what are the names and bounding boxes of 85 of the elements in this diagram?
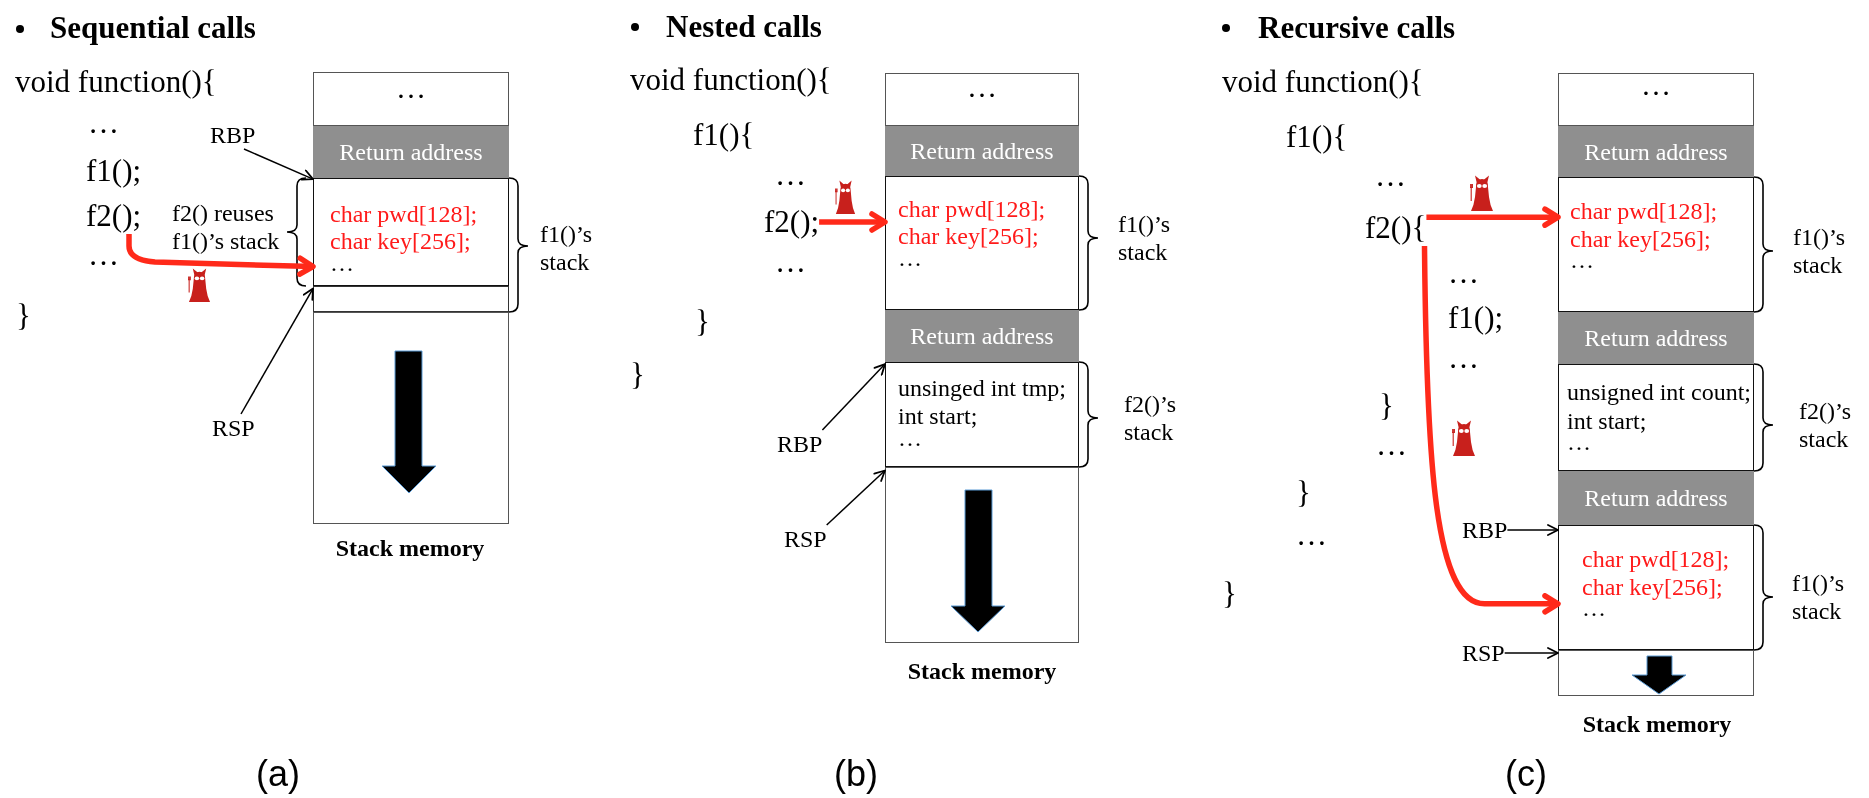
cell-text: Return address	[910, 137, 1054, 165]
code-line: …	[775, 244, 806, 280]
code-line: }	[16, 298, 31, 334]
brace-label: f1()’s stack	[1793, 223, 1846, 279]
frame-cell	[885, 362, 1079, 467]
arrow	[819, 211, 888, 233]
cell-text: char pwd[128];	[330, 200, 478, 228]
code-line: }	[1379, 388, 1394, 424]
stack-caption: Stack memory	[907, 657, 1057, 685]
cell-text: Return address	[910, 322, 1054, 350]
cell-text: Return address	[1584, 484, 1728, 512]
section-heading: Recursive calls	[1258, 10, 1456, 46]
cell-text: char pwd[128];	[1570, 197, 1718, 225]
arrow	[1503, 647, 1559, 659]
cell-text: Return address	[1584, 324, 1728, 352]
code-line: void function(){	[1222, 64, 1424, 100]
header-band	[885, 310, 1079, 362]
code-line: f2(){	[1365, 210, 1427, 246]
code-line: f1();	[1448, 300, 1504, 336]
code-line: …	[1448, 255, 1479, 291]
brace-label: f1()’s stack	[1792, 569, 1845, 625]
register-label: RSP	[1462, 639, 1505, 667]
stack-caption: Stack memory	[335, 534, 485, 562]
code-line: }	[630, 357, 645, 393]
arrow	[821, 363, 886, 431]
frame-cell	[1558, 364, 1754, 471]
register-label: RBP	[1462, 516, 1508, 544]
code-line: f1();	[86, 153, 142, 189]
arrow	[240, 287, 314, 415]
arrow	[1426, 206, 1561, 228]
cell-text: …	[1641, 68, 1671, 102]
frame-cell	[1558, 177, 1754, 312]
header-band	[1558, 312, 1754, 364]
register-label: RBP	[777, 430, 823, 458]
arrow	[1421, 245, 1561, 615]
cell-text: …	[396, 71, 426, 105]
frame-cell	[313, 178, 509, 286]
cell-text: unsigned int count;	[1567, 378, 1751, 406]
code-line: f2();	[86, 198, 142, 234]
code-line: …	[1296, 517, 1327, 553]
brace-label: f1()’s stack	[1118, 210, 1171, 266]
brace-label: f2() reuses f1()’s stack	[172, 199, 281, 255]
cell-text: char pwd[128];	[898, 195, 1046, 223]
code-line: …	[1448, 340, 1479, 376]
code-line: …	[1375, 158, 1406, 194]
panel-label: (c)	[1505, 753, 1547, 795]
cell-text: char pwd[128];	[1582, 545, 1730, 573]
code-line: }	[1296, 475, 1311, 511]
header-band	[1558, 126, 1754, 177]
frame-cell	[1558, 525, 1754, 650]
code-line: f2();	[764, 204, 820, 240]
cell-text: unsinged int tmp;	[898, 374, 1066, 402]
cell-text: …	[967, 70, 997, 104]
panel-label: (a)	[256, 753, 300, 795]
cell-text: Return address	[339, 138, 483, 166]
code-line: }	[695, 304, 710, 340]
register-label: RBP	[210, 121, 256, 149]
header-band	[1558, 471, 1754, 525]
brace-label: f2()’s stack	[1799, 397, 1852, 453]
frame-cell	[885, 176, 1079, 310]
section-heading: Sequential calls	[50, 10, 256, 46]
code-line: void function(){	[630, 62, 832, 98]
code-line: f1(){	[1286, 119, 1348, 155]
code-line: …	[1376, 427, 1407, 463]
code-line: …	[88, 237, 119, 273]
register-label: RSP	[784, 525, 827, 553]
header-band	[313, 126, 509, 178]
code-line: …	[775, 157, 806, 193]
brace-label: f1()’s stack	[540, 220, 593, 276]
brace-label: f2()’s stack	[1124, 390, 1177, 446]
code-line: …	[88, 105, 119, 141]
stack-caption: Stack memory	[1582, 710, 1732, 738]
code-line: f1(){	[693, 117, 755, 153]
empty-slot	[313, 286, 509, 312]
header-band	[885, 126, 1079, 176]
section-heading: Nested calls	[666, 9, 822, 45]
arrow	[825, 469, 886, 526]
register-label: RSP	[212, 414, 255, 442]
free-space-cell	[1558, 650, 1754, 696]
code-line: }	[1222, 576, 1237, 612]
cell-text: Return address	[1584, 137, 1728, 166]
arrow	[243, 148, 314, 181]
arrow	[1506, 524, 1559, 536]
code-line: void function(){	[15, 64, 217, 100]
panel-label: (b)	[834, 753, 878, 795]
